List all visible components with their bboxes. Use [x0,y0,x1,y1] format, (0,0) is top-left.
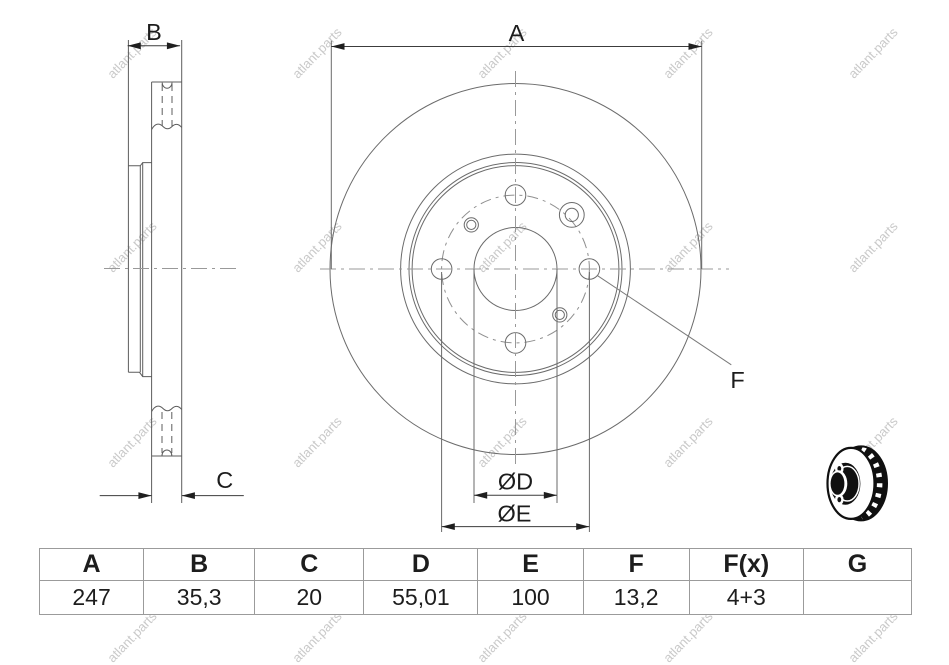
vent-hole-top-arc [161,82,173,89]
col-header-d: D [363,548,479,581]
dim-b-arrow-right [166,42,181,50]
col-header-e: E [477,548,584,581]
dimension-table: A B C D E F F(x) G 247 35,3 20 55,01 100… [38,548,913,615]
cross-section-view [104,40,238,503]
dim-a-arrow-right [688,43,702,50]
icon-rim-slots [860,446,883,521]
dim-label-od: ØD [498,469,533,495]
dim-od-arrow-left [474,491,488,499]
dim-label-c: C [216,467,233,493]
col-value-c: 20 [254,580,365,615]
dim-oe-arrow-left [441,523,455,530]
break-line-top [151,123,183,130]
pin-hole-315-outer [552,307,568,323]
pin-hole-45-outer [558,202,585,228]
front-view [320,71,729,466]
dimension-table-value-row: 247 35,3 20 55,01 100 13,2 4+3 [38,580,913,615]
hat-top-edge [128,162,152,167]
col-value-d: 55,01 [363,580,479,615]
dim-c-arrow-left [138,492,152,499]
col-header-b: B [143,548,256,581]
pin-hole-135-inner [466,219,477,230]
pin-hole-315-inner [554,309,565,320]
icon-bore [830,472,845,495]
dim-label-f: F [730,367,744,393]
hat-bottom-edge [128,371,152,378]
brake-disc-technical-drawing: A B C F ØD ØE [99,19,888,532]
col-value-e: 100 [477,580,584,615]
brake-disc-3d-icon [826,445,888,522]
dim-a-arrow-left [331,43,345,50]
dim-label-b: B [146,19,162,45]
dim-label-oe: ØE [498,501,532,527]
bolt-hole-top [504,184,527,206]
dimension-table-header-row: A B C D E F F(x) G [38,548,913,581]
icon-bolt-dot-bottom [837,497,842,503]
col-header-fx: F(x) [688,548,804,581]
col-header-g: G [802,548,913,581]
col-value-a: 247 [38,580,145,615]
col-header-c: C [254,548,365,581]
pin-hole-135-outer [463,217,479,233]
dim-b-arrow-left [127,42,141,50]
col-value-b: 35,3 [143,580,256,615]
vent-hole-bottom-arc [161,449,173,456]
dimension-arrows [127,42,702,530]
dim-label-a: A [509,20,525,46]
col-header-f: F [582,548,690,581]
col-header-a: A [38,548,145,581]
dim-od-arrow-right [543,491,557,499]
dimensions [99,40,732,532]
col-value-f: 13,2 [582,580,690,615]
dim-c-arrow-right [181,492,195,499]
pin-hole-45-inner [564,207,579,222]
icon-bolt-dot-top [837,466,842,472]
col-value-fx: 4+3 [688,580,804,615]
break-line-bottom [151,405,183,412]
dim-oe-arrow-right [576,523,590,530]
dimension-labels: A B C F ØD ØE [146,19,745,527]
dim-f-leader-line [597,275,732,366]
col-value-g [802,580,913,615]
